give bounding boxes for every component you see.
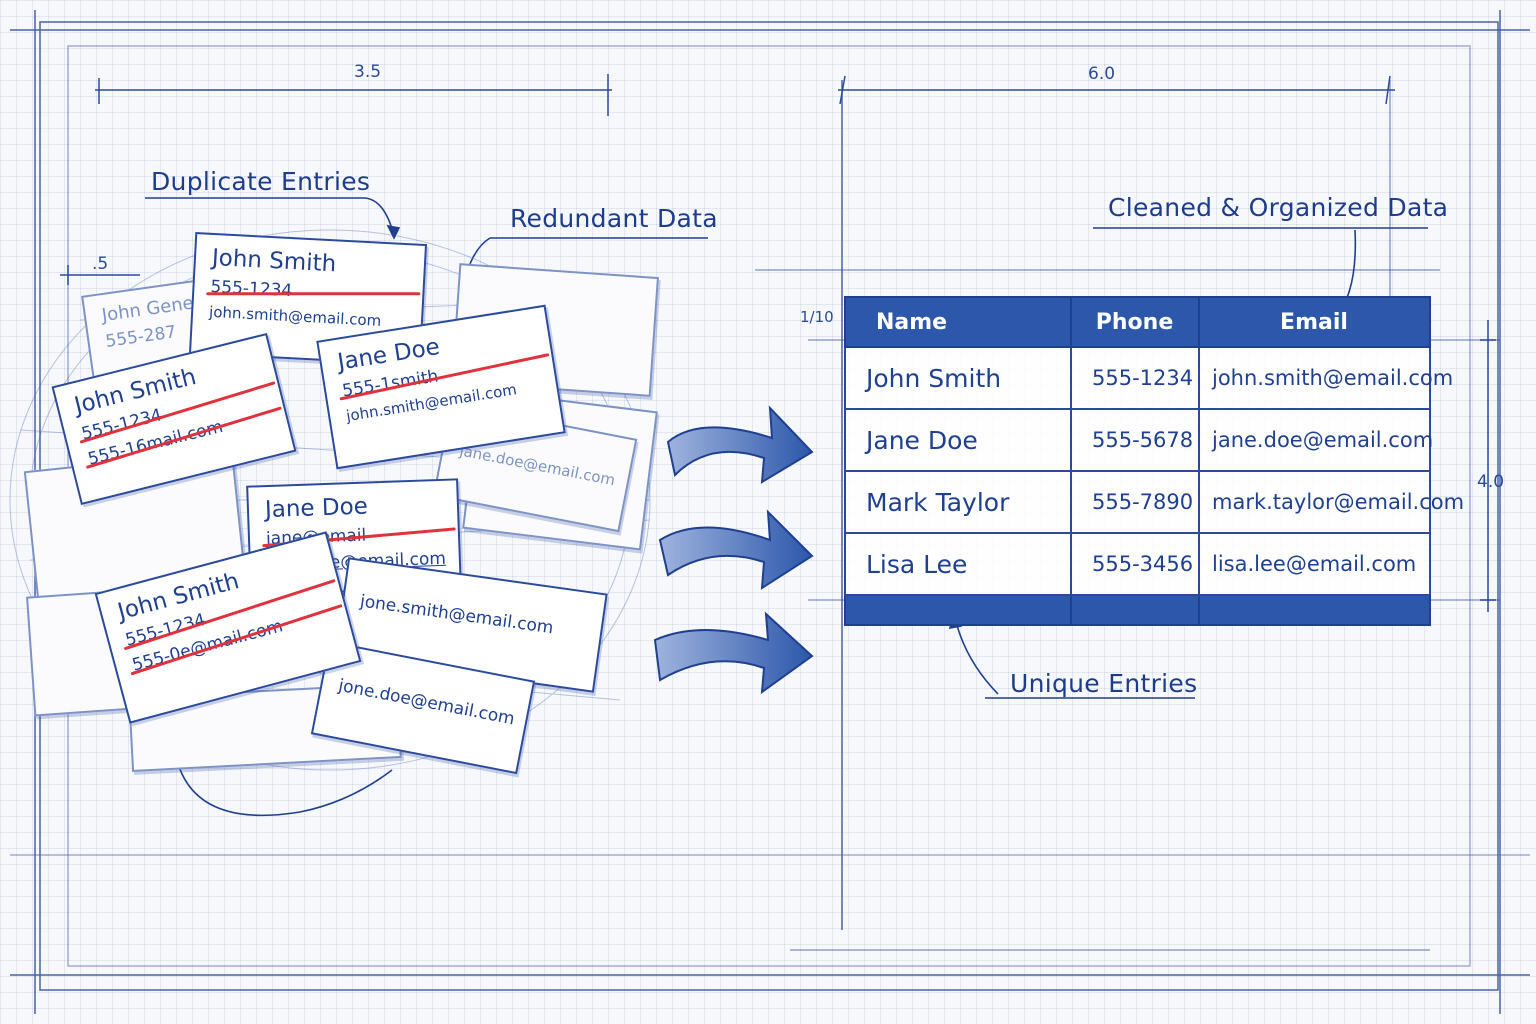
header-name: Name	[844, 296, 1072, 348]
flow-arrow-icon	[653, 611, 814, 695]
cell-email: lisa.lee@email.com	[1198, 532, 1431, 596]
table-row: Lisa Lee 555-3456 lisa.lee@email.com	[844, 532, 1431, 596]
label-duplicate-entries: Duplicate Entries	[151, 167, 371, 196]
cell-phone: 555-3456	[1070, 532, 1200, 596]
label-cleaned-data: Cleaned & Organized Data	[1108, 193, 1449, 222]
cleaned-data-table: Name Phone Email John Smith 555-1234 joh…	[844, 296, 1464, 626]
label-redundant-data: Redundant Data	[510, 204, 718, 233]
dimension-right-side: 4.0	[1477, 472, 1505, 492]
table-row: John Smith 555-1234 john.smith@email.com	[844, 346, 1453, 410]
cell-name: Mark Taylor	[844, 470, 1072, 534]
cell-email: jane.doe@email.com	[1198, 408, 1433, 472]
header-email: Email	[1198, 296, 1431, 348]
dimension-top-right: 6.0	[1088, 64, 1116, 84]
cell-name: Lisa Lee	[844, 532, 1072, 596]
table-footer-row	[844, 594, 1431, 626]
cell-email: john.smith@email.com	[1198, 346, 1453, 410]
table-row: Jane Doe 555-5678 jane.doe@email.com	[844, 408, 1433, 472]
cell-name: Jane Doe	[844, 408, 1072, 472]
table-header-row: Name Phone Email	[844, 296, 1431, 348]
cell-email: mark.taylor@email.com	[1198, 470, 1464, 534]
cell-phone: 555-5678	[1070, 408, 1200, 472]
dimension-row-marker: 1/10	[800, 308, 834, 326]
dimension-side-left: .5	[92, 254, 109, 274]
table-row: Mark Taylor 555-7890 mark.taylor@email.c…	[844, 470, 1464, 534]
dimension-top-left: 3.5	[354, 62, 382, 82]
header-phone: Phone	[1070, 296, 1200, 348]
flow-arrow-icon	[658, 509, 814, 590]
cell-phone: 555-7890	[1070, 470, 1200, 534]
cell-name: John Smith	[844, 346, 1072, 410]
cell-phone: 555-1234	[1070, 346, 1200, 410]
label-unique-entries: Unique Entries	[1010, 669, 1198, 698]
flow-arrow-icon	[666, 405, 814, 484]
